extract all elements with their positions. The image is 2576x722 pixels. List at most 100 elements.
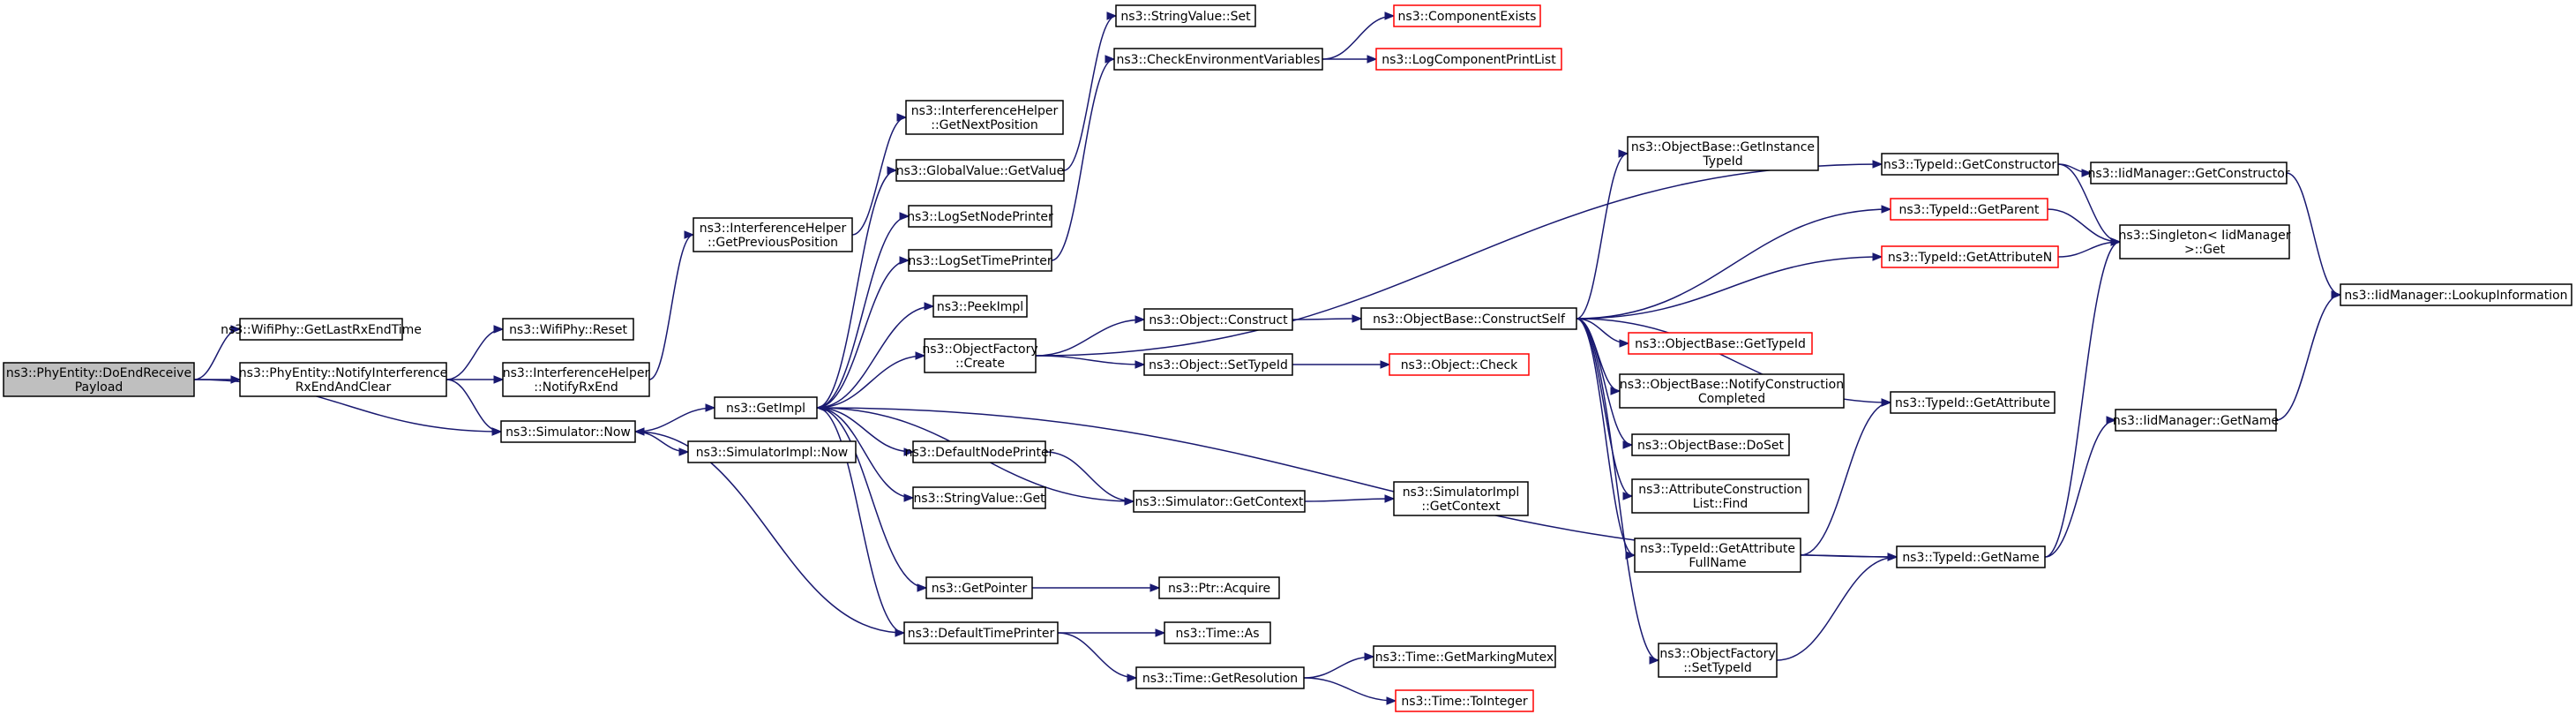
node-box[interactable] xyxy=(1135,666,1305,689)
graph-node-objsettypeid[interactable]: ns3::Object::SetTypeId xyxy=(1143,353,1293,376)
node-box[interactable] xyxy=(1619,373,1845,409)
node-box[interactable] xyxy=(1373,645,1556,668)
graph-node-logcomplist[interactable]: ns3::LogComponentPrintList xyxy=(1375,48,1562,71)
graph-node-obdoset[interactable]: ns3::ObjectBase::DoSet xyxy=(1631,433,1790,456)
graph-node-tidgetattrn[interactable]: ns3::TypeId::GetAttributeN xyxy=(1881,245,2059,268)
node-box[interactable] xyxy=(1143,353,1293,376)
graph-node-getimpl[interactable]: ns3::GetImpl xyxy=(714,396,818,419)
node-box[interactable] xyxy=(502,318,634,341)
node-box[interactable] xyxy=(932,295,1028,318)
node-box[interactable] xyxy=(1890,391,2056,414)
graph-node-globalgetvalue[interactable]: ns3::GlobalValue::GetValue xyxy=(895,159,1065,182)
node-box[interactable] xyxy=(502,362,650,397)
graph-node-objfactorycreate[interactable]: ns3::ObjectFactory::Create xyxy=(922,338,1038,373)
node-box[interactable] xyxy=(687,440,857,463)
graph-node-ptracquire[interactable]: ns3::Ptr::Acquire xyxy=(1158,576,1280,599)
node-box[interactable] xyxy=(714,396,818,419)
node-box[interactable] xyxy=(1389,353,1530,376)
graph-node-iidgetname[interactable]: ns3::IidManager::GetName xyxy=(2113,409,2279,432)
node-box[interactable] xyxy=(1143,308,1293,331)
node-box[interactable] xyxy=(912,486,1046,509)
graph-node-timegetres[interactable]: ns3::Time::GetResolution xyxy=(1135,666,1305,689)
graph-node-tidgetparent[interactable]: ns3::TypeId::GetParent xyxy=(1890,198,2048,221)
graph-node-notifyinterference[interactable]: ns3::PhyEntity::NotifyInterferenceRxEndA… xyxy=(239,362,447,397)
node-box[interactable] xyxy=(1375,48,1562,71)
node-box[interactable] xyxy=(1115,4,1256,27)
node-box[interactable] xyxy=(1158,576,1280,599)
node-box[interactable] xyxy=(925,576,1033,599)
node-box[interactable] xyxy=(1113,48,1323,71)
node-box[interactable] xyxy=(239,362,447,397)
graph-node-simnow[interactable]: ns3::Simulator::Now xyxy=(500,420,636,443)
graph-node-tidgetconstructor[interactable]: ns3::TypeId::GetConstructor xyxy=(1881,153,2059,176)
graph-node-obnotify[interactable]: ns3::ObjectBase::NotifyConstructionCompl… xyxy=(1619,373,1845,409)
node-box[interactable] xyxy=(2115,409,2277,432)
graph-node-objconstruct[interactable]: ns3::Object::Construct xyxy=(1143,308,1293,331)
graph-node-ihgetnext[interactable]: ns3::InterferenceHelper::GetNextPosition xyxy=(905,100,1064,135)
node-box[interactable] xyxy=(1393,481,1529,516)
node-box[interactable] xyxy=(1631,478,1809,514)
node-box[interactable] xyxy=(693,217,853,252)
graph-node-getlastrx[interactable]: ns3::WifiPhy::GetLastRxEndTime xyxy=(221,318,422,341)
node-box[interactable] xyxy=(500,420,636,443)
node-box[interactable] xyxy=(905,100,1064,135)
node-box[interactable] xyxy=(903,621,1059,644)
graph-node-ihgetprev[interactable]: ns3::InterferenceHelper::GetPreviousPosi… xyxy=(693,217,853,252)
node-box[interactable] xyxy=(1896,545,2046,568)
graph-node-stringvalueget[interactable]: ns3::StringValue::Get xyxy=(912,486,1046,509)
graph-node-obconstructself[interactable]: ns3::ObjectBase::ConstructSelf xyxy=(1360,307,1577,330)
graph-node-iidgetconstructor[interactable]: ns3::IidManager::GetConstructor xyxy=(2087,162,2290,184)
node-box[interactable] xyxy=(924,338,1037,373)
node-box[interactable] xyxy=(239,318,403,341)
graph-node-logsettime[interactable]: ns3::LogSetTimePrinter xyxy=(908,249,1052,272)
node-box[interactable] xyxy=(1395,689,1534,712)
graph-node-peekimpl[interactable]: ns3::PeekImpl xyxy=(932,295,1028,318)
graph-node-timeas[interactable]: ns3::Time::As xyxy=(1164,621,1271,644)
graph-node-logsetnode[interactable]: ns3::LogSetNodePrinter xyxy=(907,205,1053,228)
node-box[interactable] xyxy=(2119,224,2290,259)
node-box[interactable] xyxy=(1628,332,1813,355)
node-box[interactable] xyxy=(3,362,195,397)
graph-node-obgettypeid[interactable]: ns3::ObjectBase::GetTypeId xyxy=(1628,332,1813,355)
node-box[interactable] xyxy=(1360,307,1577,330)
node-box[interactable] xyxy=(1881,153,2059,176)
node-box[interactable] xyxy=(1393,4,1541,27)
graph-node-iidlookup[interactable]: ns3::IidManager::LookupInformation xyxy=(2340,283,2572,306)
node-box[interactable] xyxy=(912,440,1046,463)
graph-node-wifireset[interactable]: ns3::WifiPhy::Reset xyxy=(502,318,634,341)
graph-node-simimplnow[interactable]: ns3::SimulatorImpl::Now xyxy=(687,440,857,463)
graph-node-singletonget[interactable]: ns3::Singleton< IidManager >::Get xyxy=(2119,224,2291,259)
graph-node-componentexists[interactable]: ns3::ComponentExists xyxy=(1393,4,1541,27)
node-box[interactable] xyxy=(1658,643,1778,678)
node-box[interactable] xyxy=(2090,162,2288,184)
node-box[interactable] xyxy=(1164,621,1271,644)
node-box[interactable] xyxy=(1631,433,1790,456)
graph-node-stringvalueset[interactable]: ns3::StringValue::Set xyxy=(1115,4,1256,27)
graph-node-tidgetname[interactable]: ns3::TypeId::GetName xyxy=(1896,545,2046,568)
graph-node-tidgetattr[interactable]: ns3::TypeId::GetAttribute xyxy=(1890,391,2056,414)
node-box[interactable] xyxy=(908,205,1052,228)
graph-node-simgetcontext[interactable]: ns3::Simulator::GetContext xyxy=(1133,490,1306,513)
graph-node-ihnotifyrxend[interactable]: ns3::InterferenceHelper::NotifyRxEnd xyxy=(502,362,650,397)
graph-node-checkenv[interactable]: ns3::CheckEnvironmentVariables xyxy=(1113,48,1323,71)
graph-node-getpointer[interactable]: ns3::GetPointer xyxy=(925,576,1033,599)
graph-node-timetointeger[interactable]: ns3::Time::ToInteger xyxy=(1395,689,1534,712)
node-box[interactable] xyxy=(895,159,1065,182)
node-box[interactable] xyxy=(1634,538,1801,573)
graph-node-objcheck[interactable]: ns3::Object::Check xyxy=(1389,353,1530,376)
node-box[interactable] xyxy=(1881,245,2059,268)
graph-node-ofsettypeid[interactable]: ns3::ObjectFactory::SetTypeId xyxy=(1658,643,1778,678)
graph-node-simimplgetctx[interactable]: ns3::SimulatorImpl::GetContext xyxy=(1393,481,1529,516)
node-box[interactable] xyxy=(1133,490,1306,513)
graph-node-timegetmarking[interactable]: ns3::Time::GetMarkingMutex xyxy=(1373,645,1556,668)
node-box[interactable] xyxy=(1627,136,1819,171)
node-box[interactable] xyxy=(908,249,1052,272)
node-box[interactable] xyxy=(2340,283,2572,306)
graph-node-defaulttime[interactable]: ns3::DefaultTimePrinter xyxy=(903,621,1059,644)
graph-node-defaultnode[interactable]: ns3::DefaultNodePrinter xyxy=(905,440,1054,463)
node-box[interactable] xyxy=(1890,198,2048,221)
